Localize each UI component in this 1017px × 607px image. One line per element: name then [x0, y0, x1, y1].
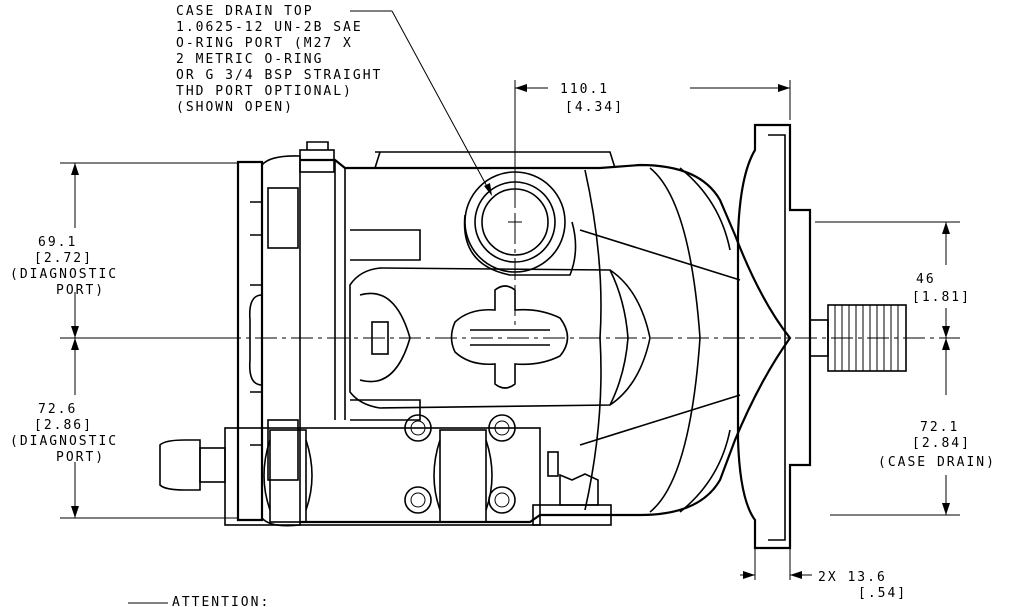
svg-text:[.54]: [.54] — [858, 586, 907, 601]
splined-shaft — [827, 304, 907, 372]
svg-text:1.0625-12 UN-2B SAE: 1.0625-12 UN-2B SAE — [176, 20, 363, 35]
svg-text:110.1: 110.1 — [560, 82, 609, 97]
svg-text:O-RING PORT (M27 X: O-RING PORT (M27 X — [176, 36, 353, 51]
svg-text:(CASE DRAIN): (CASE DRAIN) — [878, 455, 996, 470]
svg-text:2X 13.6: 2X 13.6 — [818, 570, 887, 585]
dim-flange-label: 2X 13.6 [.54] — [818, 570, 907, 601]
svg-text:[1.81]: [1.81] — [912, 290, 971, 305]
svg-text:(SHOWN OPEN): (SHOWN OPEN) — [176, 100, 294, 115]
svg-text:46: 46 — [916, 272, 936, 287]
svg-text:[2.72]: [2.72] — [34, 251, 93, 266]
svg-text:THD PORT OPTIONAL): THD PORT OPTIONAL) — [176, 84, 353, 99]
pump-body — [236, 151, 792, 527]
svg-text:[2.84]: [2.84] — [912, 436, 971, 451]
bolt-heads — [404, 414, 516, 514]
svg-text:OR G 3/4 BSP STRAIGHT: OR G 3/4 BSP STRAIGHT — [176, 68, 382, 83]
svg-text:72.6: 72.6 — [38, 402, 77, 417]
case-drain-port — [463, 171, 577, 276]
svg-text:ATTENTION:: ATTENTION: — [172, 595, 270, 607]
case-drain-callout: CASE DRAIN TOP 1.0625-12 UN-2B SAE O-RIN… — [176, 4, 382, 115]
svg-text:(DIAGNOSTIC: (DIAGNOSTIC — [10, 267, 118, 282]
dimension-lines — [60, 10, 960, 604]
dim-top-label: 110.1 [4.34] — [560, 82, 624, 115]
svg-text:(DIAGNOSTIC: (DIAGNOSTIC — [10, 434, 118, 449]
svg-text:PORT): PORT) — [56, 450, 105, 465]
svg-text:[2.86]: [2.86] — [34, 418, 93, 433]
attention-note: ATTENTION: — [172, 595, 270, 607]
svg-text:CASE DRAIN TOP: CASE DRAIN TOP — [176, 4, 314, 19]
svg-text:2 METRIC O-RING: 2 METRIC O-RING — [176, 52, 323, 67]
dim-upper-left-label: 69.1 [2.72] (DIAGNOSTIC PORT) — [10, 235, 118, 298]
mounting-flange — [736, 123, 829, 550]
dim-upper-right-label: 46 [1.81] — [912, 272, 971, 305]
compensator-block — [159, 414, 612, 526]
svg-text:[4.34]: [4.34] — [565, 100, 624, 115]
svg-text:72.1: 72.1 — [920, 420, 959, 435]
dim-lower-left-label: 72.6 [2.86] (DIAGNOSTIC PORT) — [10, 402, 118, 465]
svg-text:69.1: 69.1 — [38, 235, 77, 250]
dim-lower-right-label: 72.1 [2.84] (CASE DRAIN) — [878, 420, 996, 470]
svg-text:PORT): PORT) — [56, 283, 105, 298]
top-plug — [299, 141, 335, 173]
